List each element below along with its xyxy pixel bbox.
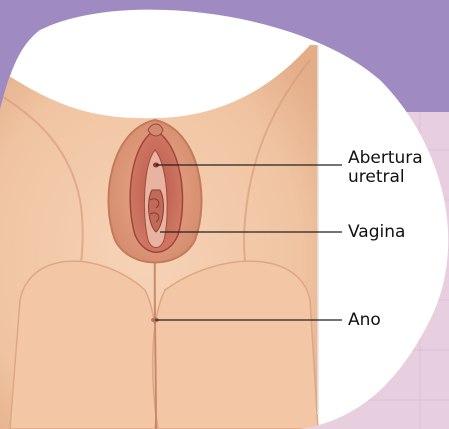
anus-label: Ano xyxy=(348,310,381,330)
urethral-opening-label-line1: Abertura xyxy=(348,148,428,168)
right-buttock xyxy=(153,261,318,429)
urethral-opening-label-line2: uretral xyxy=(348,167,405,187)
vagina-label: Vagina xyxy=(348,222,405,242)
left-buttock xyxy=(10,261,158,429)
